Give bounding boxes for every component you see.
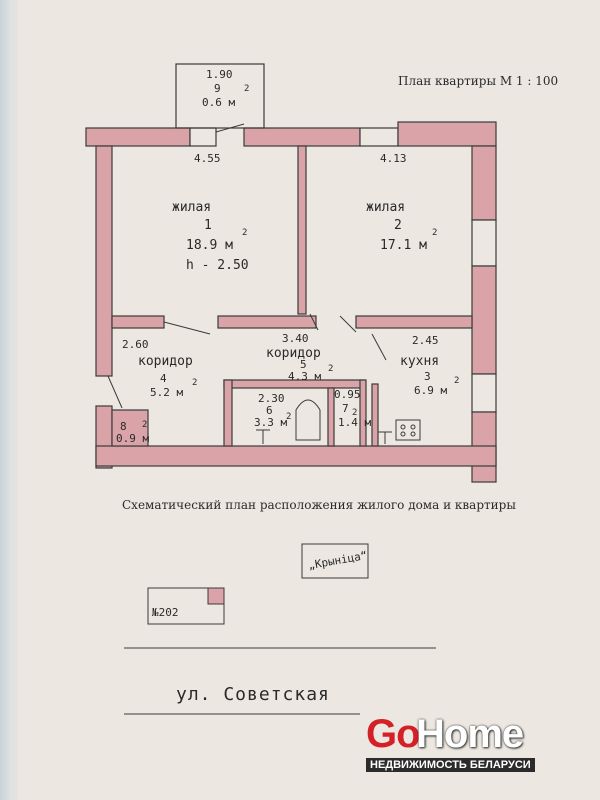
window-right-lower [471,373,497,413]
window-right [471,219,497,267]
corridor4-num: 4 [160,372,167,385]
room8-num: 8 [120,420,127,433]
logo-go: Go [366,712,421,756]
corridor4-area: 5.2 м [150,386,184,399]
stove [395,419,421,441]
room8-area: 0.9 м [116,432,150,445]
street-name: ул. Советская [176,684,330,705]
room6-sup: 2 [286,412,292,422]
room7-sup: 2 [352,408,358,418]
room1-height: h - 2.50 [186,258,249,273]
corridor5-dim: 3.40 [282,332,309,345]
room2-num: 2 [394,218,402,233]
room2-sup: 2 [432,228,438,238]
balcony-num: 9 [214,82,221,95]
wall-room2-bottom [355,315,473,329]
room6-num: 6 [266,404,273,417]
room1-num: 1 [204,218,212,233]
room8-sup: 2 [142,420,148,430]
wall-right-top [471,145,497,221]
wall-bottom [95,445,497,467]
wall-top-right [397,121,497,147]
wall-room1-bottom [111,315,165,329]
corridor5-num: 5 [300,358,307,371]
kitchen3-num: 3 [424,370,431,383]
toilet-symbol [256,429,270,444]
wall-bath-mid [327,387,335,447]
room2-area: 17.1 м [380,238,427,253]
sink-symbol [378,431,392,444]
wall-top-mid [243,127,361,147]
corridor5-area: 4.3 м [288,370,322,383]
room1-name: жилая [172,200,212,215]
corridor5-sup: 2 [328,364,334,374]
corridor5-name: коридор [266,346,321,361]
kitchen3-sup: 2 [454,376,460,386]
window-top-right [359,127,399,147]
plan-caption: Схематический план расположения жилого д… [122,498,516,512]
room6-area: 3.3 м [254,416,288,429]
room2-name: жилая [366,200,406,215]
corridor4-sup: 2 [192,378,198,388]
room7-num: 7 [342,402,349,415]
gohome-logo: Go Home НЕДВИЖИМОСТЬ БЕЛАРУСИ [360,712,560,782]
wall-divider-rooms [297,145,307,315]
balcony-sup: 2 [244,84,250,94]
wall-right-mid [471,265,497,375]
wall-balcony-box [175,63,265,129]
room2-dim: 4.13 [380,152,407,165]
corridor4-dim: 2.60 [122,338,149,351]
house-number: №202 [152,606,179,619]
kitchen3-dim: 2.45 [412,334,439,347]
room7-dim: 0.95 [334,388,361,401]
balcony-area: 0.6 м [202,96,236,109]
paper-edge [0,0,18,800]
kitchen3-name: кухня [400,354,440,369]
kitchen3-area: 6.9 м [414,384,448,397]
room1-dim: 4.55 [194,152,221,165]
wall-kitchen-left [371,383,379,447]
building-outline [301,543,369,579]
room7-area: 1.4 м [338,416,372,429]
room1-sup: 2 [242,228,248,238]
wall-room1-bottom-b [217,315,317,329]
wall-top-left [85,127,191,147]
corridor4-name: коридор [138,354,193,369]
wall-bath-right [359,379,367,447]
room1-area: 18.9 м [186,238,233,253]
logo-subtitle: НЕДВИЖИМОСТЬ БЕЛАРУСИ [366,758,535,772]
logo-home: Home [416,712,524,756]
balcony-dim: 1.90 [206,68,233,81]
room6-dim: 2.30 [258,392,285,405]
house-outline [147,587,225,625]
wall-bath-left [223,379,233,447]
wall-left [95,145,113,377]
bathtub [295,399,321,441]
window-top-left [189,127,217,147]
scale-title: План квартиры М 1 : 100 [398,74,559,88]
wall-closet [111,409,149,447]
